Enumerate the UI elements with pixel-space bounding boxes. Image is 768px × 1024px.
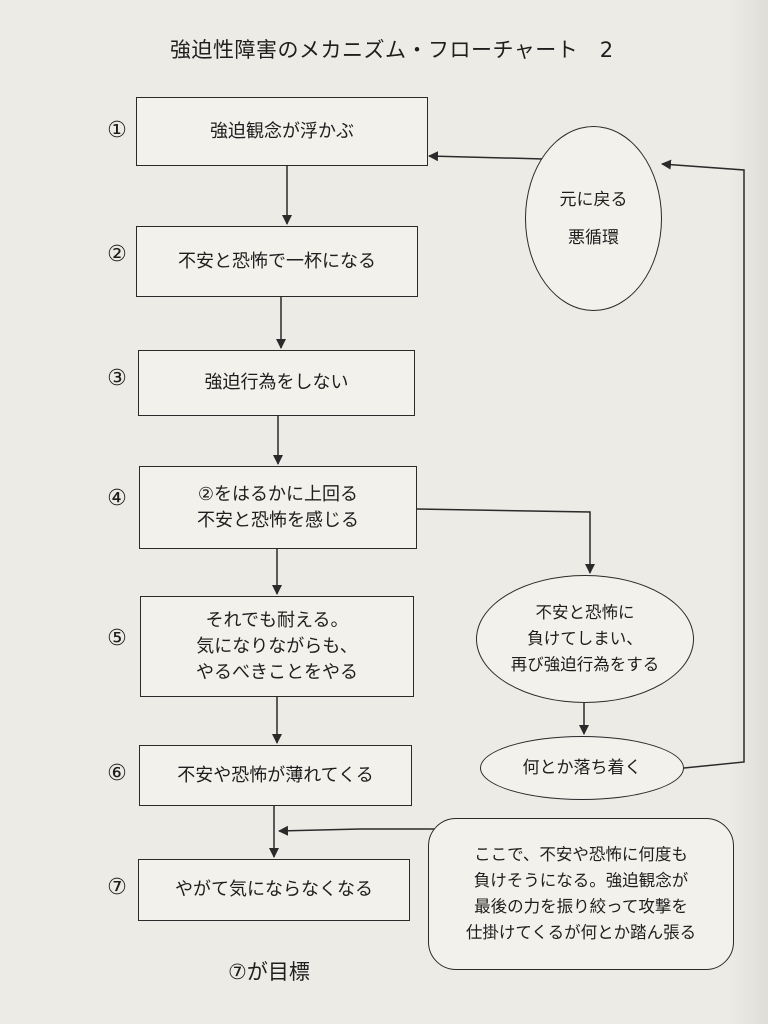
struggle-note-box: ここで、不安や恐怖に何度も 負けそうになる。強迫観念が 最後の力を振り絞って攻撃…: [428, 818, 734, 970]
arrow-note-to-flow: [278, 825, 440, 836]
step-4-line-2: 不安と恐怖を感じる: [197, 509, 359, 531]
step-box-3: 強迫行為をしない: [138, 350, 415, 416]
note-line-3: 最後の力を振り絞って攻撃を: [474, 897, 688, 916]
page-gutter-shade: [730, 0, 768, 1024]
step-box-7: やがて気にならなくなる: [138, 859, 410, 921]
goal-caption: ⑦が目標: [228, 960, 310, 984]
calm-line-1: 何とか落ち着く: [522, 758, 642, 778]
relapse-line-2: 負けてしまい、: [527, 629, 643, 648]
step-number-5: ⑤: [107, 626, 127, 651]
arrow-4-to-relapse: [416, 508, 595, 574]
step-2-line-1: 不安と恐怖で一杯になる: [178, 250, 376, 272]
step-box-2: 不安と恐怖で一杯になる: [136, 226, 418, 297]
step-number-3: ③: [107, 366, 127, 391]
step-box-1: 強迫観念が浮かぶ: [136, 97, 428, 166]
step-box-6: 不安や恐怖が薄れてくる: [139, 745, 412, 806]
step-5-line-3: やるべきことをやる: [196, 661, 358, 683]
step-box-5: それでも耐える。 気になりながらも、 やるべきことをやる: [140, 596, 414, 697]
cycle-line-2: 悪循環: [568, 227, 619, 248]
step-number-6: ⑥: [107, 761, 127, 786]
step-number-4: ④: [107, 486, 127, 511]
arrow-calm-to-cycle: [661, 159, 745, 769]
step-box-4: ②をはるかに上回る 不安と恐怖を感じる: [139, 466, 417, 549]
calm-down-ellipse: 何とか落ち着く: [480, 736, 684, 800]
step-3-line-1: 強迫行為をしない: [204, 372, 349, 393]
relapse-line-3: 再び強迫行為をする: [510, 655, 660, 674]
note-line-1: ここで、不安や恐怖に何度も: [474, 845, 688, 864]
step-number-1: ①: [107, 118, 127, 143]
cycle-line-1: 元に戻る: [559, 189, 628, 210]
page-title: 強迫性障害のメカニズム・フローチャート 2: [170, 38, 614, 62]
step-7-line-1: やがて気にならなくなる: [175, 879, 373, 900]
step-6-line-1: 不安や恐怖が薄れてくる: [177, 764, 374, 786]
step-4-line-1: ②をはるかに上回る: [197, 483, 359, 505]
relapse-line-1: 不安と恐怖に: [535, 603, 635, 622]
step-5-line-1: それでも耐える。: [205, 609, 349, 631]
vicious-cycle-ellipse: 元に戻る 悪循環: [525, 126, 662, 311]
relapse-ellipse: 不安と恐怖に 負けてしまい、 再び強迫行為をする: [476, 575, 694, 703]
note-line-2: 負けそうになる。強迫観念が: [473, 871, 689, 890]
step-number-2: ②: [107, 242, 127, 267]
step-1-line-1: 強迫観念が浮かぶ: [210, 120, 354, 142]
step-5-line-2: 気になりながらも、: [196, 635, 358, 657]
note-line-4: 仕掛けてくるが何とか踏ん張る: [465, 923, 697, 942]
arrow-cycle-to-step1: [428, 151, 545, 162]
step-number-7: ⑦: [107, 875, 127, 900]
